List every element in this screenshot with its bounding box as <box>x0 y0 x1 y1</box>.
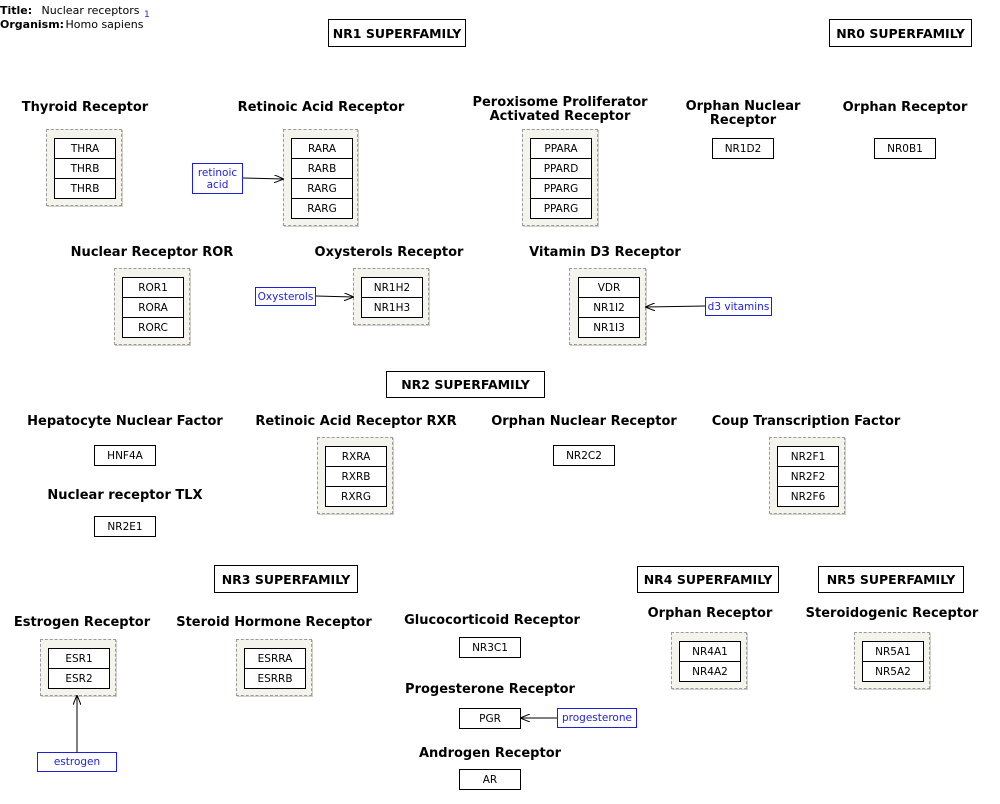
group-coup-transcription-factor: NR2F1 NR2F2 NR2F6 <box>769 437 845 514</box>
label-steroidogenic-receptor: Steroidogenic Receptor <box>805 606 979 621</box>
label-oxysterols-receptor: Oxysterols Receptor <box>314 245 464 260</box>
group-retinoic-acid-receptor: RARA RARB RARG RARG <box>283 129 358 226</box>
title-key: Title: <box>0 4 33 17</box>
gene-nr2c2[interactable]: NR2C2 <box>553 445 615 466</box>
gene-nr5a2[interactable]: NR5A2 <box>862 661 924 682</box>
label-progesterone-receptor: Progesterone Receptor <box>405 682 575 697</box>
group-retinoic-acid-receptor-rxr: RXRA RXRB RXRG <box>317 437 393 514</box>
metabolite-progesterone[interactable]: progesterone <box>557 708 637 728</box>
group-oxysterols-receptor: NR1H2 NR1H3 <box>353 268 429 325</box>
label-ppar: Peroxisome Proliferator Activated Recept… <box>472 95 648 124</box>
metabolite-estrogen[interactable]: estrogen <box>37 752 117 772</box>
gene-rxra[interactable]: RXRA <box>325 446 387 467</box>
label-vitamin-d3-receptor: Vitamin D3 Receptor <box>529 245 681 260</box>
organism-name: Homo sapiens <box>65 18 144 31</box>
arrow-oxysterols-to-lxr <box>315 296 353 297</box>
label-estrogen-receptor: Estrogen Receptor <box>13 615 151 630</box>
group-estrogen-receptor: ESR1 ESR2 <box>40 639 116 696</box>
gene-pparg-2[interactable]: PPARG <box>530 198 592 219</box>
gene-nr5a1[interactable]: NR5A1 <box>862 641 924 662</box>
gene-thra[interactable]: THRA <box>54 138 116 159</box>
label-orphan-nuclear-receptor-nr1: Orphan Nuclear Receptor <box>685 99 801 128</box>
group-orphan-receptor-nr4: NR4A1 NR4A2 <box>671 632 747 689</box>
gene-nr1i3[interactable]: NR1I3 <box>578 317 640 338</box>
gene-hnf4a[interactable]: HNF4A <box>94 445 156 466</box>
nr0-superfamily-header: NR0 SUPERFAMILY <box>829 19 972 47</box>
gene-rara[interactable]: RARA <box>291 138 353 159</box>
pathway-title: Nuclear receptors <box>41 4 140 17</box>
nr3-superfamily-header: NR3 SUPERFAMILY <box>214 565 358 593</box>
label-orphan-receptor-nr4: Orphan Receptor <box>647 606 773 621</box>
gene-esr2[interactable]: ESR2 <box>48 668 110 689</box>
gene-nr2e1[interactable]: NR2E1 <box>94 516 156 537</box>
group-nuclear-receptor-ror: ROR1 RORA RORC <box>114 268 190 345</box>
metabolite-d3-vitamins[interactable]: d3 vitamins <box>705 297 772 316</box>
label-hepatocyte-nuclear-factor: Hepatocyte Nuclear Factor <box>27 414 223 429</box>
label-retinoic-acid-receptor-rxr: Retinoic Acid Receptor RXR <box>255 414 457 429</box>
gene-pgr[interactable]: PGR <box>459 708 521 729</box>
label-orphan-nuclear-receptor-nr2: Orphan Nuclear Receptor <box>491 414 677 429</box>
metabolite-retinoic-acid[interactable]: retinoic acid <box>192 163 243 194</box>
gene-nr3c1[interactable]: NR3C1 <box>459 637 521 658</box>
group-thyroid-receptor: THRA THRB THRB <box>46 129 122 206</box>
label-coup-transcription-factor: Coup Transcription Factor <box>711 414 901 429</box>
label-retinoic-acid-receptor: Retinoic Acid Receptor <box>237 100 405 115</box>
gene-rxrg[interactable]: RXRG <box>325 486 387 507</box>
reference-marker[interactable]: 1 <box>144 10 150 20</box>
nr4-superfamily-header: NR4 SUPERFAMILY <box>637 566 779 593</box>
gene-rorc[interactable]: RORC <box>122 317 184 338</box>
metabolite-oxysterols[interactable]: Oxysterols <box>255 287 316 306</box>
arrow-retinoic-acid-to-rar <box>242 178 283 179</box>
gene-ar[interactable]: AR <box>459 769 521 790</box>
gene-nr4a2[interactable]: NR4A2 <box>679 661 741 682</box>
group-steroidogenic-receptor: NR5A1 NR5A2 <box>854 632 930 689</box>
gene-nr0b1[interactable]: NR0B1 <box>874 138 936 159</box>
nr5-superfamily-header: NR5 SUPERFAMILY <box>818 566 964 593</box>
gene-esr1[interactable]: ESR1 <box>48 648 110 669</box>
group-ppar: PPARA PPARD PPARG PPARG <box>522 129 598 226</box>
gene-rarg-2[interactable]: RARG <box>291 198 353 219</box>
organism-key: Organism: <box>0 18 65 31</box>
group-vitamin-d3-receptor: VDR NR1I2 NR1I3 <box>569 268 646 345</box>
label-androgen-receptor: Androgen Receptor <box>418 746 562 761</box>
label-nuclear-receptor-ror: Nuclear Receptor ROR <box>70 245 234 260</box>
gene-nr2f6[interactable]: NR2F6 <box>777 486 839 507</box>
nr2-superfamily-header: NR2 SUPERFAMILY <box>386 371 545 398</box>
group-steroid-hormone-receptor: ESRRA ESRRB <box>236 639 312 696</box>
gene-thrb-2[interactable]: THRB <box>54 178 116 199</box>
label-thyroid-receptor: Thyroid Receptor <box>21 100 149 115</box>
arrow-d3-to-vdr <box>646 306 706 307</box>
gene-nr1h3[interactable]: NR1H3 <box>361 297 423 318</box>
label-nuclear-receptor-tlx: Nuclear receptor TLX <box>47 488 203 503</box>
gene-nr1d2[interactable]: NR1D2 <box>712 138 774 159</box>
label-orphan-receptor-nr0: Orphan Receptor <box>842 100 968 115</box>
label-glucocorticoid-receptor: Glucocorticoid Receptor <box>404 613 580 628</box>
nr1-superfamily-header: NR1 SUPERFAMILY <box>328 19 466 47</box>
label-steroid-hormone-receptor: Steroid Hormone Receptor <box>176 615 372 630</box>
gene-esrrb[interactable]: ESRRB <box>244 668 306 689</box>
pathway-meta: Title: Nuclear receptors Organism: Homo … <box>0 4 150 32</box>
